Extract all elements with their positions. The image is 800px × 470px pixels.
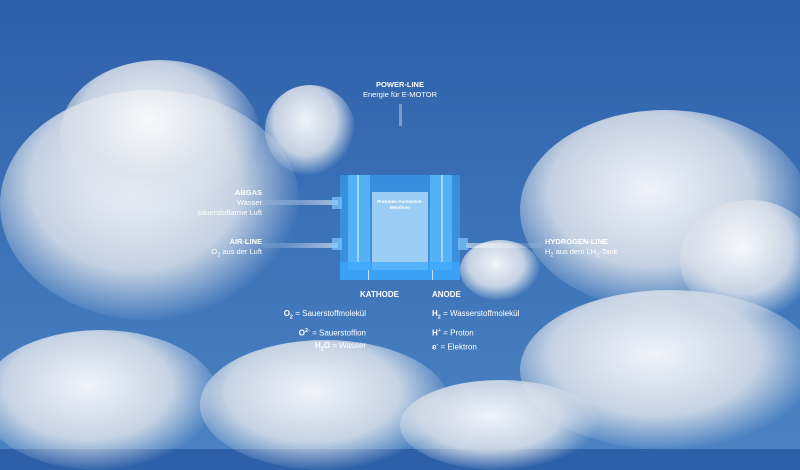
anode-plate	[430, 175, 452, 270]
key-row-h2o: H2O = Wasser	[314, 341, 366, 353]
key-row-h2: H2 = Wasserstoffmolekül	[432, 309, 520, 321]
kathode-tick	[368, 270, 369, 280]
air-line-title: AIR-LINE	[229, 237, 263, 246]
cell-base	[340, 262, 460, 280]
power-line-label: POWER-LINE Energie für E-MOTOR	[340, 80, 460, 100]
cloud	[0, 330, 220, 470]
cloud	[265, 85, 355, 175]
fuel-cell-diagram	[332, 175, 468, 280]
power-line-connector	[399, 104, 402, 126]
kathode-key: O2 = Sauerstoffmolekül O2- = Sauerstoffi…	[260, 307, 366, 357]
hydrogen-line-label: HYDROGEN-LINE H2 aus dem LH2-Tank	[545, 237, 685, 261]
anode-key: H2 = Wasserstoffmolekül H+ = Proton e- =…	[432, 307, 562, 354]
cathode-plate	[348, 175, 370, 270]
hydrogen-line-subtitle: H2 aus dem LH2-Tank	[545, 247, 618, 259]
cloud	[400, 380, 600, 470]
cloud	[200, 340, 450, 470]
key-row-o2: O2 = Sauerstoffmolekül	[283, 309, 366, 321]
cloud	[460, 240, 540, 300]
hydrogen-line	[466, 243, 542, 248]
air-line-label: AIR-LINE O2 aus der Luft	[150, 237, 262, 261]
abgas-title: ABGAS	[234, 188, 262, 197]
cloud	[60, 60, 260, 210]
port-air	[332, 238, 342, 250]
power-line-title: POWER-LINE	[376, 80, 424, 89]
air-line-subtitle: O2 aus der Luft	[211, 247, 262, 259]
key-row-electron: e- = Elektron	[432, 342, 477, 352]
abgas-label: ABGAS Wasser sauerstoffarme Luft	[150, 188, 262, 218]
abgas-line2: sauerstoffarme Luft	[197, 208, 262, 217]
anode-tick	[432, 270, 433, 280]
power-line-subtitle: Energie für E-MOTOR	[362, 90, 438, 99]
hydrogen-line-title: HYDROGEN-LINE	[545, 237, 608, 246]
membrane	[372, 192, 428, 270]
sky-background	[0, 60, 800, 470]
abgas-line	[262, 200, 338, 205]
port-abgas	[332, 197, 342, 209]
anode-title: ANODE	[432, 290, 461, 299]
air-line	[262, 243, 338, 248]
membrane-label: Protonen-Austausch-Membran	[377, 199, 423, 210]
abgas-line1: Wasser	[236, 198, 262, 207]
port-hydrogen	[458, 238, 468, 250]
key-row-o2-ion: O2- = Sauerstoffion	[298, 327, 366, 338]
kathode-title: KATHODE	[360, 290, 399, 299]
key-row-proton: H+ = Proton	[432, 327, 474, 338]
